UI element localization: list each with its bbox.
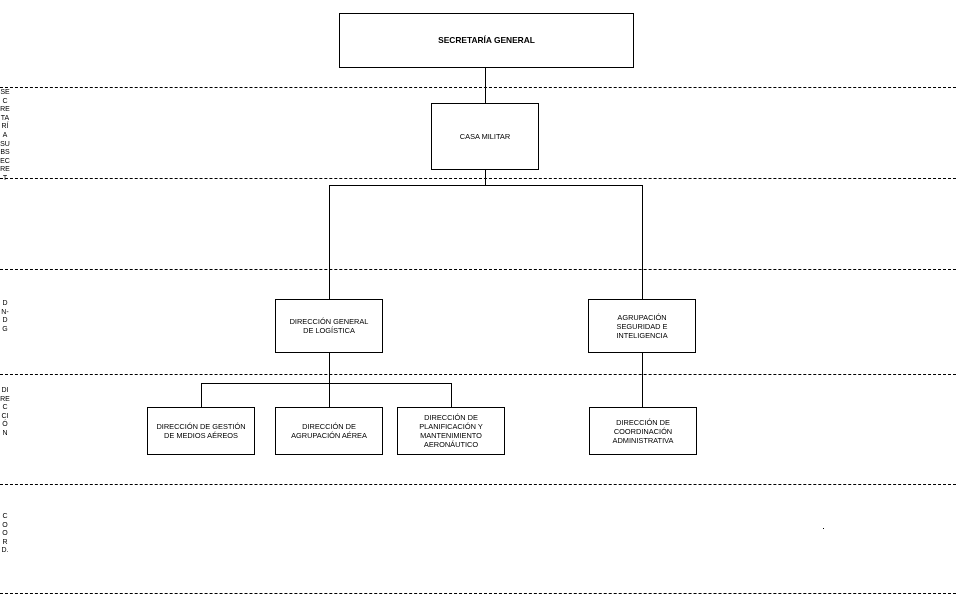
band-divider-3 [0, 269, 956, 270]
node-direccion-gestion-medios-aereos: DIRECCIÓN DE GESTIÓN DE MEDIOS AÉREOS [147, 407, 255, 455]
node-direccion-planificacion-mantenimiento-label: DIRECCIÓN DE PLANIFICACIÓN Y MANTENIMIEN… [419, 413, 483, 449]
level-label-direccion: DIRECCIÓN [0, 387, 10, 437]
connector-to-planificacion [451, 383, 452, 408]
stray-dot [823, 528, 824, 529]
node-direccion-coordinacion-administrativa-label: DIRECCIÓN DE COORDINACIÓN ADMINISTRATIVA [612, 417, 674, 445]
band-divider-2 [0, 178, 956, 179]
node-casa-militar: CASA MILITAR [431, 103, 539, 170]
node-agrupacion-seguridad-inteligencia-label: AGRUPACIÓN SEGURIDAD E INTELIGENCIA [616, 312, 668, 340]
node-direccion-planificacion-mantenimiento: DIRECCIÓN DE PLANIFICACIÓN Y MANTENIMIEN… [397, 407, 505, 455]
band-divider-6 [0, 593, 956, 594]
node-direccion-general-logistica-label: DIRECCIÓN GENERAL DE LOGÍSTICA [289, 317, 369, 335]
node-secretaria-general-label: SECRETARÍA GENERAL [438, 35, 535, 45]
level-label-dn-dg: DN-DG [1, 300, 9, 333]
level-label-coord: COORD. [1, 513, 9, 555]
connector-level4-horizontal [201, 383, 452, 384]
connector-sg-cm [485, 67, 486, 104]
connector-cm-down [485, 169, 486, 186]
connector-agrupacion-down [642, 352, 643, 408]
band-divider-5 [0, 484, 956, 485]
connector-to-agrupacion [642, 185, 643, 300]
node-direccion-gestion-medios-aereos-label: DIRECCIÓN DE GESTIÓN DE MEDIOS AÉREOS [156, 422, 246, 440]
level-label-secretaria: SECRETARÍA SUBSECRET [0, 89, 10, 182]
connector-to-logistica [329, 185, 330, 300]
node-direccion-coordinacion-administrativa: DIRECCIÓN DE COORDINACIÓN ADMINISTRATIVA [589, 407, 697, 455]
connector-to-medios [201, 383, 202, 408]
node-direccion-agrupacion-aerea: DIRECCIÓN DE AGRUPACIÓN AÉREA [275, 407, 383, 455]
node-secretaria-general: SECRETARÍA GENERAL [339, 13, 634, 68]
connector-level2-horizontal [329, 185, 643, 186]
node-direccion-general-logistica: DIRECCIÓN GENERAL DE LOGÍSTICA [275, 299, 383, 353]
node-casa-militar-label: CASA MILITAR [459, 132, 511, 141]
node-agrupacion-seguridad-inteligencia: AGRUPACIÓN SEGURIDAD E INTELIGENCIA [588, 299, 696, 353]
band-divider-4 [0, 374, 956, 375]
connector-logistica-down [329, 352, 330, 408]
band-divider-1 [0, 87, 956, 88]
node-direccion-agrupacion-aerea-label: DIRECCIÓN DE AGRUPACIÓN AÉREA [291, 422, 367, 440]
